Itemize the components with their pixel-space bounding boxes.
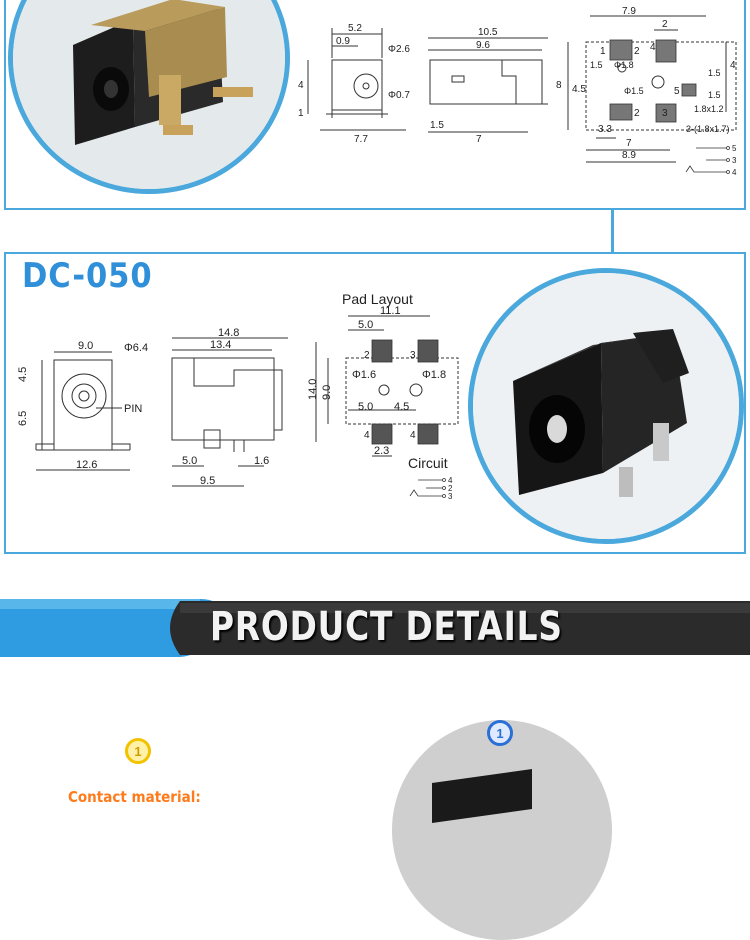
product-photo-dc050 bbox=[468, 268, 744, 544]
dc050-circuit-title: Circuit bbox=[408, 455, 448, 471]
small-pad-right-b: 1.5 bbox=[708, 90, 721, 100]
small-front-inset: 0.9 bbox=[336, 36, 350, 47]
dc050-pad-pin-4b: 4 bbox=[410, 430, 416, 441]
dc050-side-bottom: 9.5 bbox=[200, 475, 215, 487]
small-pad-pin-2: 2 bbox=[634, 46, 640, 57]
dc050-side-pin-width: 1.6 bbox=[254, 455, 269, 467]
product-details-title: PRODUCT DETAILS bbox=[210, 604, 563, 650]
dc050-pad-pin-2: 2 bbox=[364, 350, 370, 361]
contact-material-label: Contact material: bbox=[68, 788, 201, 806]
small-connector-image bbox=[13, 0, 285, 189]
small-front-bottom: 7.7 bbox=[354, 134, 368, 145]
dc050-circuit-pin-4: 4 bbox=[448, 476, 453, 485]
small-pad-layout-drawing: 7.9 2 1 2 4 Φ1.8 1.5 Φ1.5 8 4.5 4 1.5 1.… bbox=[556, 6, 737, 177]
dc050-circuit-pin-3: 3 bbox=[448, 492, 453, 501]
panel-connector-line bbox=[611, 210, 614, 254]
dc050-front-base-width: 12.6 bbox=[76, 459, 97, 471]
dc050-pad-top: 11.1 bbox=[380, 305, 401, 317]
dc050-front-view-drawing: 9.0 Φ6.4 4.5 6.5 PIN 12.6 bbox=[17, 340, 148, 471]
small-circuit-pin-4: 4 bbox=[732, 168, 737, 177]
small-pad-hole-small: Φ1.8 bbox=[614, 60, 634, 70]
dc050-pad-between-a: 5.0 bbox=[358, 401, 373, 413]
small-pad-pin-2b: 2 bbox=[634, 108, 640, 119]
dc050-circuit-pin-2: 2 bbox=[448, 484, 453, 493]
small-side-inner: 9.6 bbox=[476, 40, 490, 51]
small-pad-gap: 2 bbox=[662, 19, 668, 30]
dc050-pad-height-inner: 9.0 bbox=[321, 385, 333, 400]
small-pad-left-height: 4.5 bbox=[572, 84, 586, 95]
small-side-view-drawing: 10.5 9.6 1.5 7 bbox=[428, 27, 548, 145]
dc050-front-pin-label: PIN bbox=[124, 403, 142, 415]
dc050-side-inner: 13.4 bbox=[210, 339, 231, 351]
dc050-pad-layout-drawing: Pad Layout 11.1 5.0 2 3 Φ1.6 Φ1.8 14.0 9… bbox=[307, 291, 459, 501]
small-circuit-pin-3: 3 bbox=[732, 156, 737, 165]
dc050-pad-between-b: 4.5 bbox=[394, 401, 409, 413]
dc050-pad-pin-4a: 4 bbox=[364, 430, 370, 441]
small-front-width: 5.2 bbox=[348, 23, 362, 34]
small-pad-pin-3: 3 bbox=[662, 108, 668, 119]
dc050-pad-title: Pad Layout bbox=[342, 291, 413, 307]
small-pad-size: 1.8x1.2 bbox=[694, 104, 724, 114]
small-pad-right-top: 4 bbox=[730, 60, 736, 71]
dc050-pad-pin-3: 3 bbox=[410, 350, 416, 361]
small-pad-pin-1: 1 bbox=[600, 46, 606, 57]
dc050-pad-hole-a: Φ1.6 bbox=[352, 369, 376, 381]
small-side-length: 10.5 bbox=[478, 27, 498, 38]
dc050-pad-height-outer: 14.0 bbox=[307, 379, 319, 400]
dc050-front-hole: Φ6.4 bbox=[124, 342, 148, 354]
small-front-height: 4 bbox=[298, 80, 304, 91]
small-pad-bottom-c: 8.9 bbox=[622, 150, 636, 161]
small-side-bottom: 7 bbox=[476, 134, 482, 145]
small-pad-pin-4: 4 bbox=[650, 42, 656, 53]
small-pad-pin-5: 5 bbox=[674, 86, 680, 97]
feature-circle-image bbox=[392, 720, 612, 940]
small-pad-hole-big: Φ1.5 bbox=[624, 86, 644, 96]
small-front-pin: Φ0.7 bbox=[388, 90, 410, 101]
dc050-pad-offset: 5.0 bbox=[358, 319, 373, 331]
feature-badge-blue: 1 bbox=[487, 720, 513, 746]
small-pad-bottom-a: 3.3 bbox=[598, 124, 612, 135]
dc050-front-width: 9.0 bbox=[78, 340, 93, 352]
small-side-offset: 1.5 bbox=[430, 120, 444, 131]
dc050-side-view-drawing: 14.8 13.4 5.0 1.6 9.5 bbox=[171, 327, 288, 487]
small-pad-hole-offset: 1.5 bbox=[590, 60, 603, 70]
small-pad-height: 8 bbox=[556, 80, 562, 91]
small-pad-top: 7.9 bbox=[622, 6, 636, 17]
feature-badge-yellow: 1 bbox=[125, 738, 151, 764]
model-title: DC-050 bbox=[22, 256, 153, 296]
small-circuit-pin-5: 5 bbox=[732, 144, 737, 153]
dc050-pad-hole-b: Φ1.8 bbox=[422, 369, 446, 381]
small-pad-right-a: 1.5 bbox=[708, 68, 721, 78]
dc050-pad-width: 2.3 bbox=[374, 445, 389, 457]
dc050-front-bottom-height: 6.5 bbox=[17, 411, 29, 426]
small-pad-note: 3-(1.8x1.7) bbox=[686, 124, 730, 134]
small-front-base: 1 bbox=[298, 108, 304, 119]
small-front-hole: Φ2.6 bbox=[388, 44, 410, 55]
product-details-banner bbox=[0, 599, 750, 657]
product-photo-small-connector bbox=[8, 0, 290, 194]
dc050-connector-image bbox=[473, 273, 739, 539]
dc050-front-top-height: 4.5 bbox=[17, 367, 29, 382]
small-pad-bottom-b: 7 bbox=[626, 138, 632, 149]
small-front-view-drawing: 5.2 0.9 Φ2.6 Φ0.7 4 1 7.7 bbox=[298, 23, 410, 145]
dc050-side-length: 14.8 bbox=[218, 327, 239, 339]
dc050-side-pin-offset: 5.0 bbox=[182, 455, 197, 467]
